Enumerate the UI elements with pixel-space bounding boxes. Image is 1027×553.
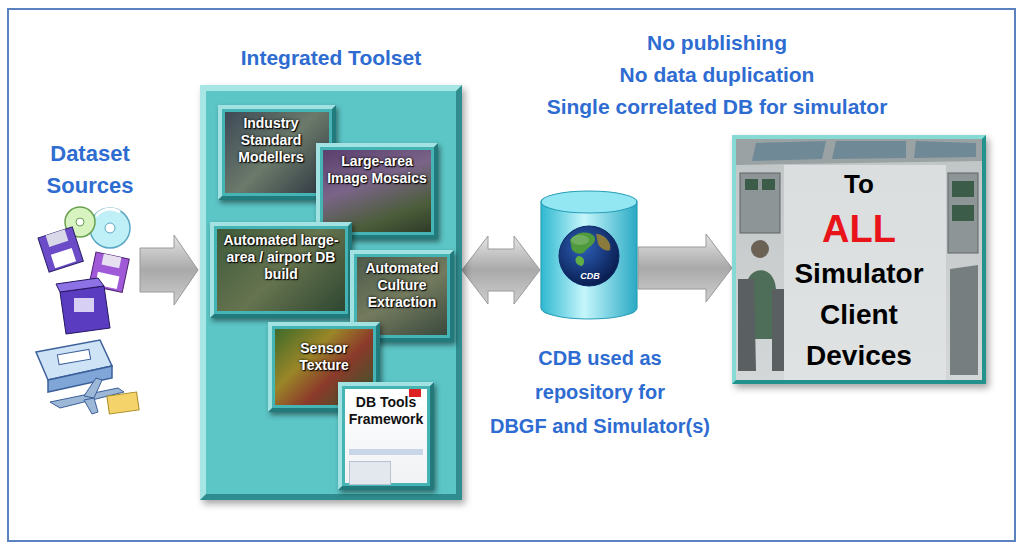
database-cylinder: CDB <box>540 190 638 320</box>
input-arrow <box>140 235 198 305</box>
repository-note: repository for <box>480 377 720 407</box>
block-arrow <box>462 236 540 304</box>
tool-box: DB Tools Framework <box>338 382 434 490</box>
tool-box: Automated large-area / airport DB build <box>210 222 352 318</box>
tool-name: Automated large-area / airport DB build <box>216 232 346 283</box>
simulator-text: ALL <box>784 207 934 251</box>
benefit-note: No publishing <box>527 28 907 58</box>
panel-heading: Integrated Toolset <box>200 45 462 71</box>
window-panel <box>349 461 391 485</box>
cylinder-shape <box>540 190 638 320</box>
simulator-box: ToALLSimulator Client Devices <box>732 135 986 384</box>
benefit-note: No data duplication <box>527 60 907 90</box>
toolset-panel: Integrated ToolsetIndustry Standard Mode… <box>200 85 462 500</box>
cd-icon <box>90 208 130 248</box>
source-label: Dataset Sources <box>36 138 144 202</box>
disk-box-icon <box>56 278 110 334</box>
simulator-text: Simulator Client Devices <box>784 253 934 376</box>
tool-name: Sensor Texture <box>276 340 372 374</box>
tool-name: DB Tools Framework <box>344 394 428 428</box>
block-arrow <box>638 234 732 302</box>
simulator-text: To <box>784 169 934 199</box>
aircraft-icon <box>50 378 139 414</box>
window-bar <box>349 449 423 455</box>
tool-name: Large-area Image Mosaics <box>324 153 430 187</box>
repository-note: DBGF and Simulator(s) <box>480 411 720 441</box>
repository-note: CDB used as <box>480 343 720 373</box>
tool-name: Industry Standard Modellers <box>226 115 316 166</box>
tool-name: Automated Culture Extraction <box>356 260 448 311</box>
floppy-icon <box>38 227 83 272</box>
database-name: CDB <box>578 271 602 281</box>
benefit-note: Single correlated DB for simulator <box>527 92 907 122</box>
